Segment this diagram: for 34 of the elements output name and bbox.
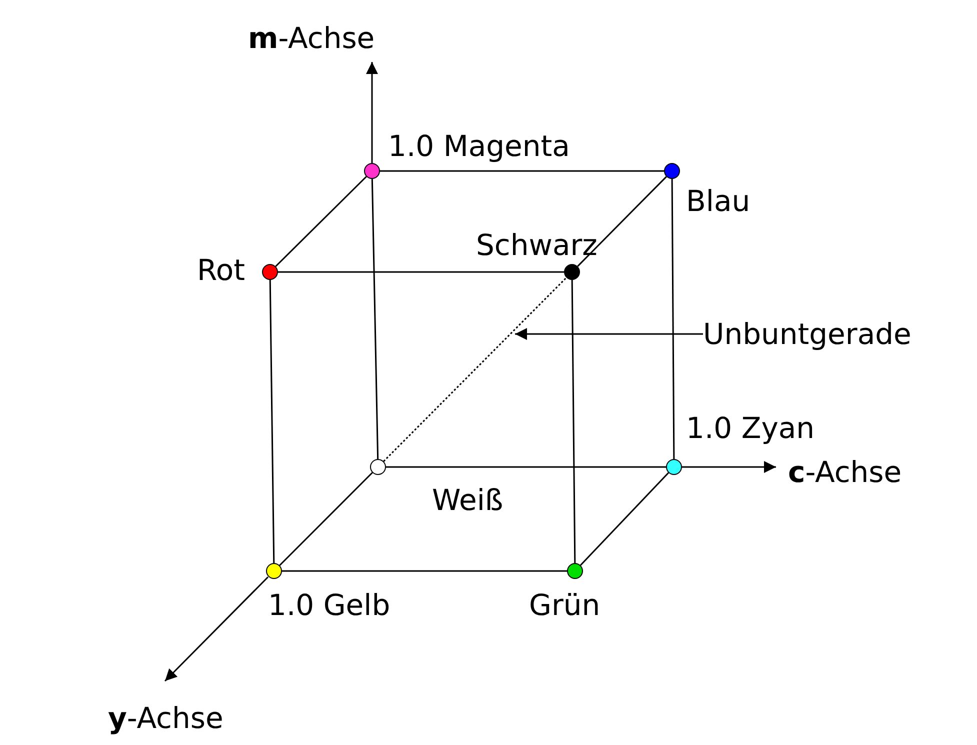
cube-edge xyxy=(279,472,373,566)
axis-label: c-Achse xyxy=(788,455,902,489)
leader-arrow xyxy=(515,328,703,340)
axis-label: y-Achse xyxy=(108,701,224,735)
cube-edge xyxy=(671,179,675,459)
color-point xyxy=(666,459,682,475)
color-point xyxy=(664,163,680,179)
color-point xyxy=(262,264,278,280)
color-point xyxy=(370,459,386,475)
cube-edge xyxy=(386,466,666,468)
color-point xyxy=(364,163,380,179)
diagonal-line xyxy=(383,277,567,462)
point-label: Blau xyxy=(686,184,750,218)
point-label: Grün xyxy=(529,588,600,622)
color-point xyxy=(564,264,580,280)
point-label: 1.0 Zyan xyxy=(686,411,815,445)
axis-label: m-Achse xyxy=(248,21,375,55)
point-label: Rot xyxy=(197,253,245,287)
point-label: 1.0 Magenta xyxy=(388,129,570,163)
color-point xyxy=(567,563,583,579)
cube-edge xyxy=(269,280,275,564)
point-label: 1.0 Gelb xyxy=(268,588,390,622)
cube-edge xyxy=(380,170,664,172)
cube-edge xyxy=(282,570,567,572)
cube-edge xyxy=(371,178,379,460)
color-point xyxy=(266,563,282,579)
callout-label: Unbuntgerade xyxy=(703,317,912,351)
point-label: Weiß xyxy=(432,483,504,517)
point-label: Schwarz xyxy=(476,228,598,262)
cube-edge xyxy=(275,176,367,267)
cube-edge xyxy=(577,176,667,267)
cube-edge xyxy=(580,472,670,566)
cube-edge xyxy=(278,271,564,273)
cube-edge xyxy=(571,280,576,563)
